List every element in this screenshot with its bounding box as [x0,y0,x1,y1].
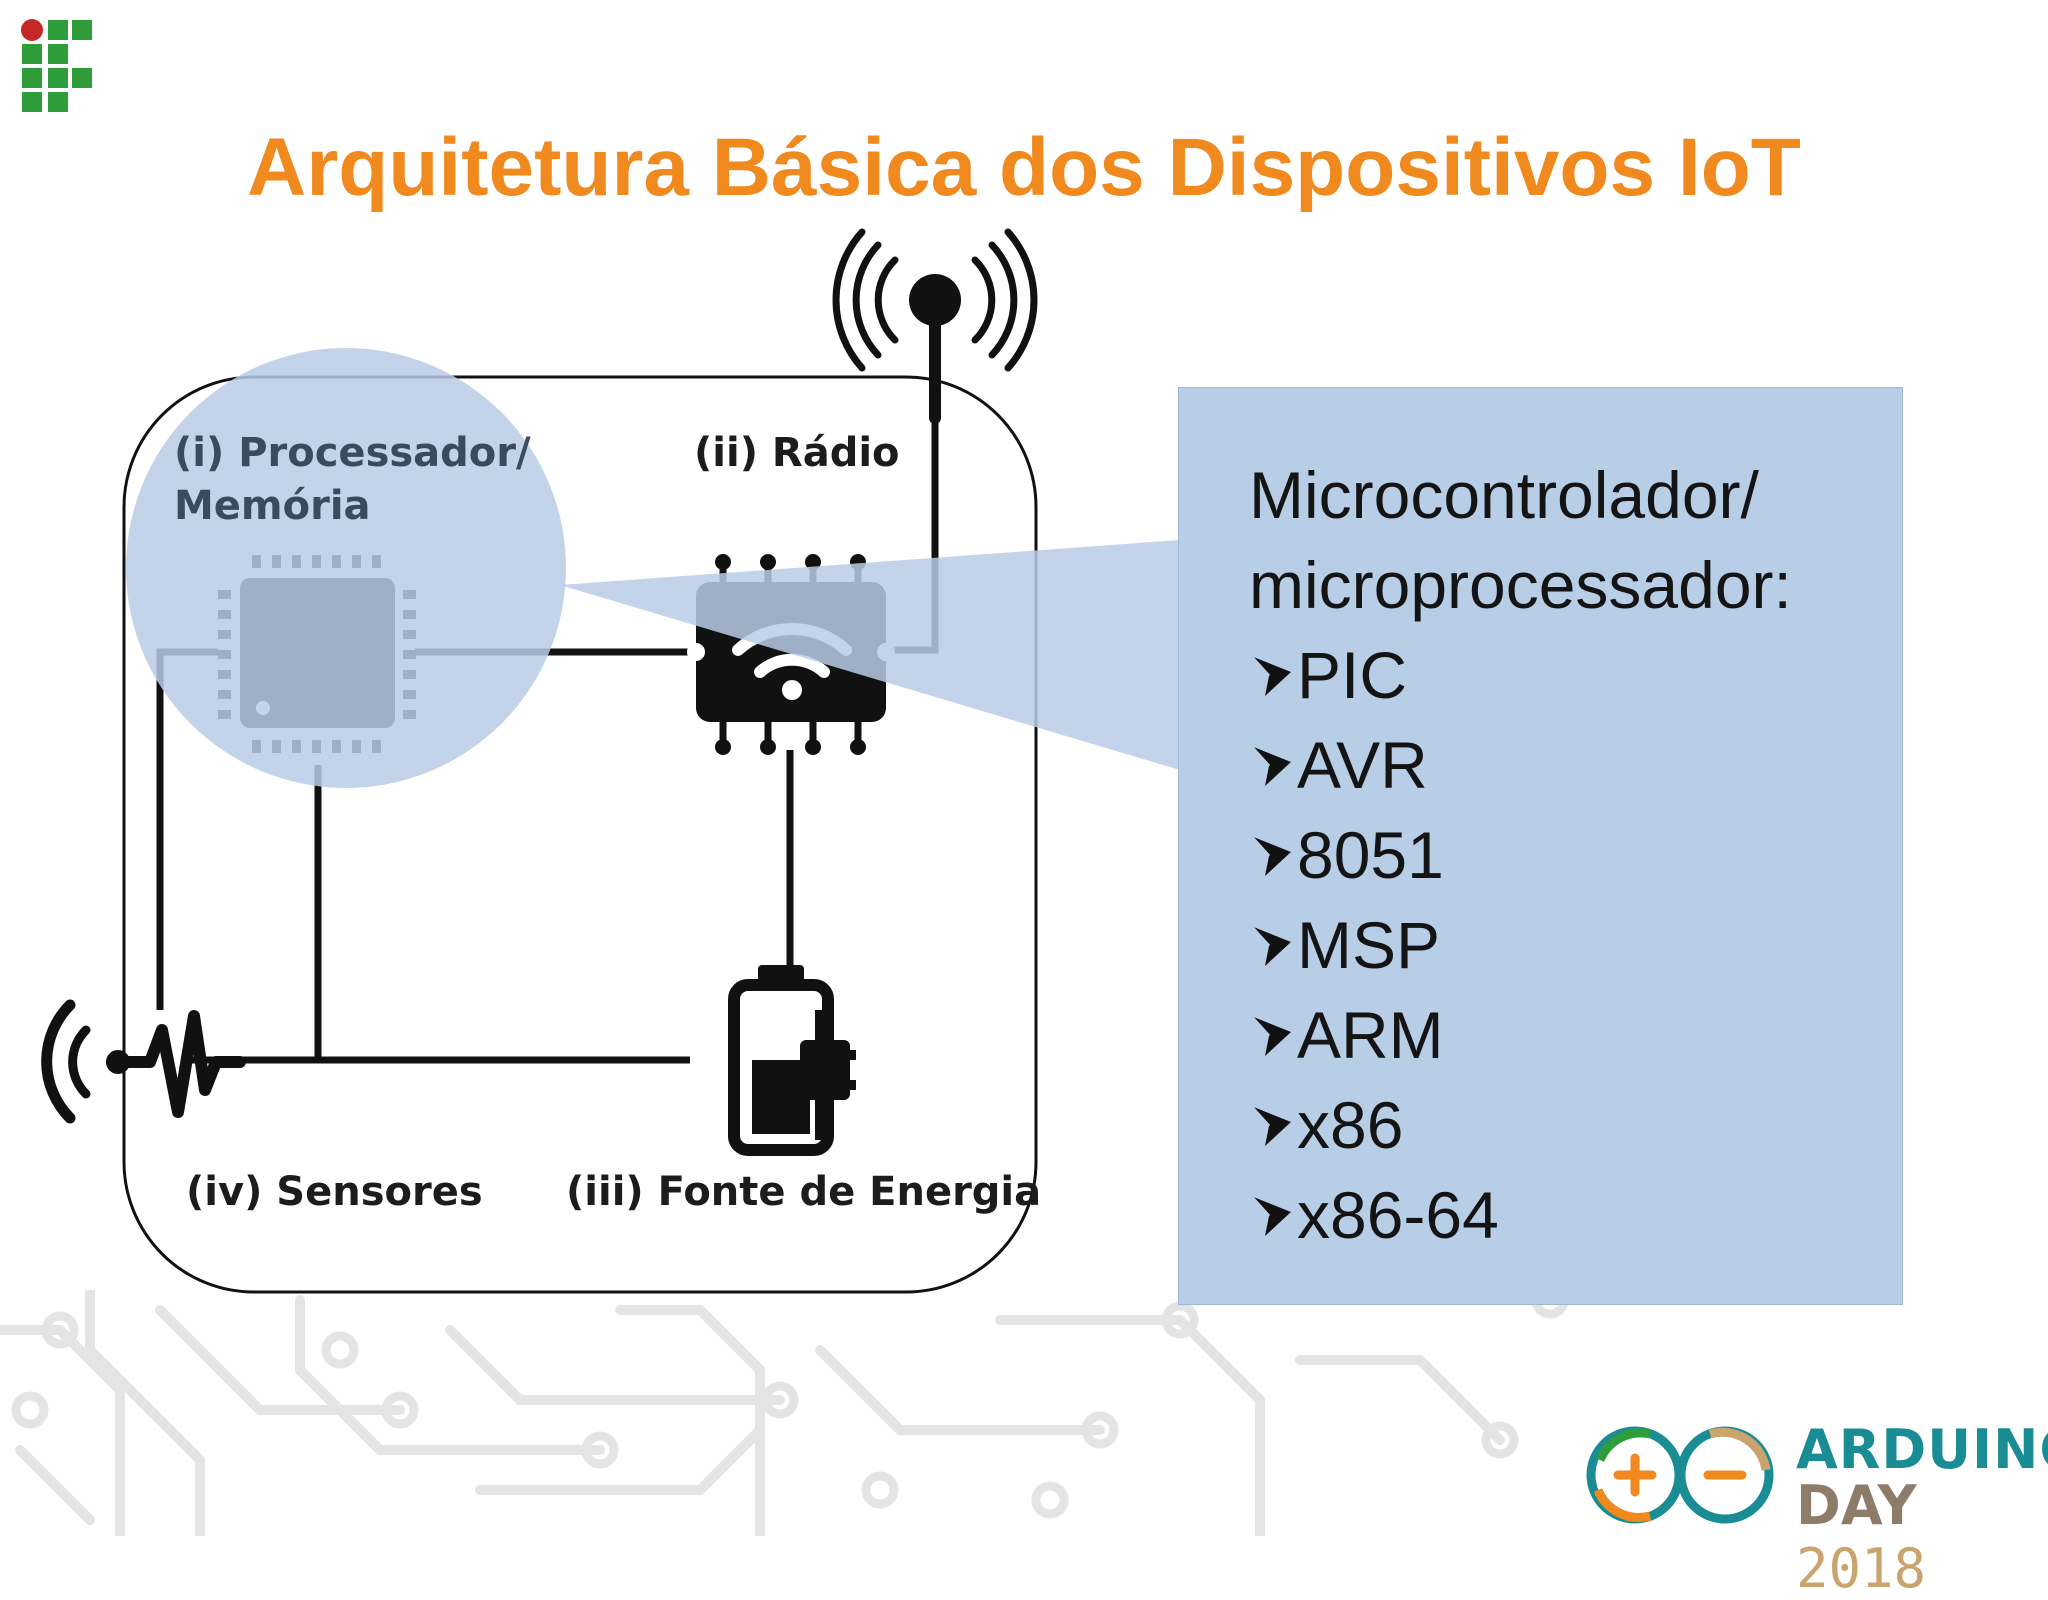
label-processor-line2: Memória [174,483,371,529]
list-item: ARM [1249,990,1792,1080]
arrow-bullet-icon [1249,744,1291,786]
list-item: x86 [1249,1080,1792,1170]
list-item: MSP [1249,900,1792,990]
callout-heading-line1: Microcontrolador/ [1249,458,1759,532]
battery-icon [728,965,856,1156]
callout-box: Microcontrolador/ microprocessador: PIC … [1178,387,1903,1305]
list-item-label: PIC [1297,638,1408,712]
institution-logo [21,19,92,112]
list-item: PIC [1249,630,1792,720]
label-radio: (ii) Rádio [694,430,900,476]
label-sensors: (iv) Sensores [186,1169,483,1215]
antenna-icon [832,228,1038,424]
arduino-infinity-logo [1586,1426,1774,1524]
arduino-day-year: 2018 [1796,1537,1927,1600]
slide-title: Arquitetura Básica dos Dispositivos IoT [247,122,1801,213]
callout-content: Microcontrolador/ microprocessador: PIC … [1249,450,1792,1260]
arrow-bullet-icon [1249,1104,1291,1146]
list-item-label: x86 [1297,1088,1404,1162]
list-item-label: AVR [1297,728,1428,802]
label-power-source: (iii) Fonte de Energia [566,1169,1042,1215]
arrow-bullet-icon [1249,834,1291,876]
list-item: x86-64 [1249,1170,1792,1260]
list-item-label: MSP [1297,908,1441,982]
iot-architecture-diagram [41,228,1180,1294]
arduino-day-subtitle: DAY 2018 [1796,1474,2048,1600]
list-item: AVR [1249,720,1792,810]
arrow-bullet-icon [1249,654,1291,696]
processor-highlight [126,348,566,788]
arrow-bullet-icon [1249,924,1291,966]
callout-pointer [560,540,1180,770]
arrow-bullet-icon [1249,1014,1291,1056]
circuit-background [0,1290,1569,1536]
callout-heading-line2: microprocessador: [1249,548,1792,622]
arduino-day-word: DAY [1796,1474,1917,1537]
list-item: 8051 [1249,810,1792,900]
list-item-label: 8051 [1297,818,1444,892]
list-item-label: ARM [1297,998,1444,1072]
processor-list: PIC AVR 8051 MSP ARM x86 x86-64 [1249,630,1792,1260]
arduino-day-title: ARDUINO [1796,1418,2048,1481]
sensor-icon [41,999,246,1124]
label-processor-line1: (i) Processador/ [174,430,531,476]
device-boundary [122,375,1038,1294]
list-item-label: x86-64 [1297,1178,1499,1252]
arrow-bullet-icon [1249,1194,1291,1236]
